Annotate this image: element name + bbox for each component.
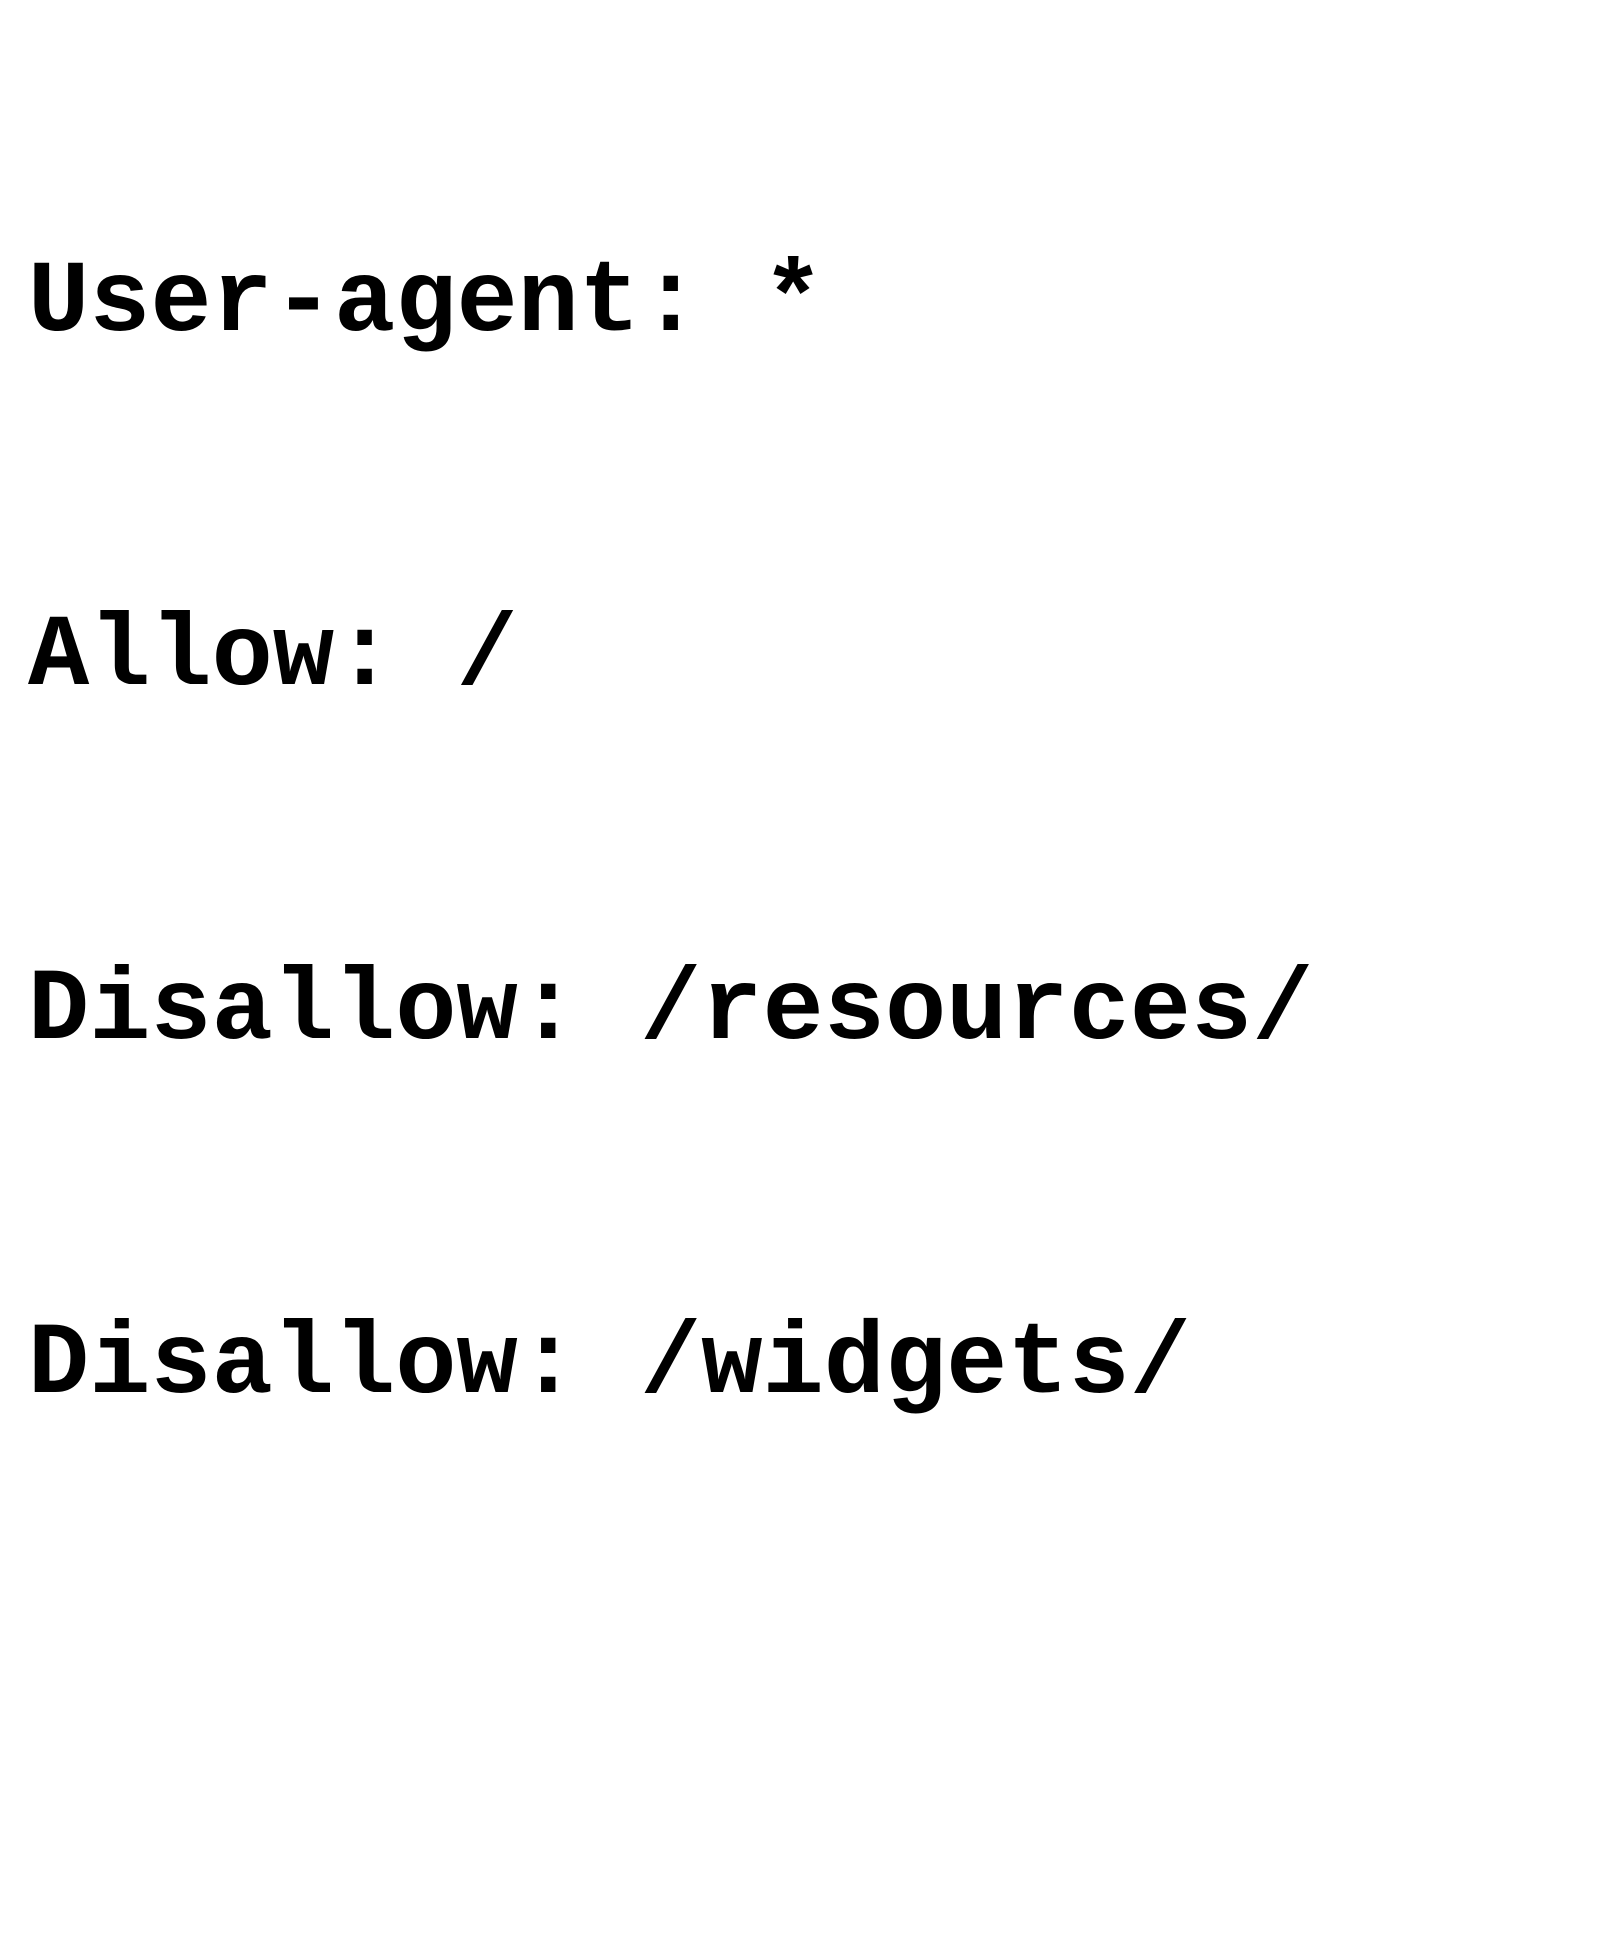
robots-line-blank bbox=[28, 1660, 1600, 1778]
robots-line-disallow-widgets: Disallow: /widgets/ bbox=[28, 1307, 1191, 1423]
robots-line-disallow-resources: Disallow: /resources/ bbox=[28, 953, 1314, 1069]
robots-line-allow: Allow: / bbox=[28, 599, 518, 715]
robots-line-user-agent: User-agent: * bbox=[28, 245, 824, 361]
